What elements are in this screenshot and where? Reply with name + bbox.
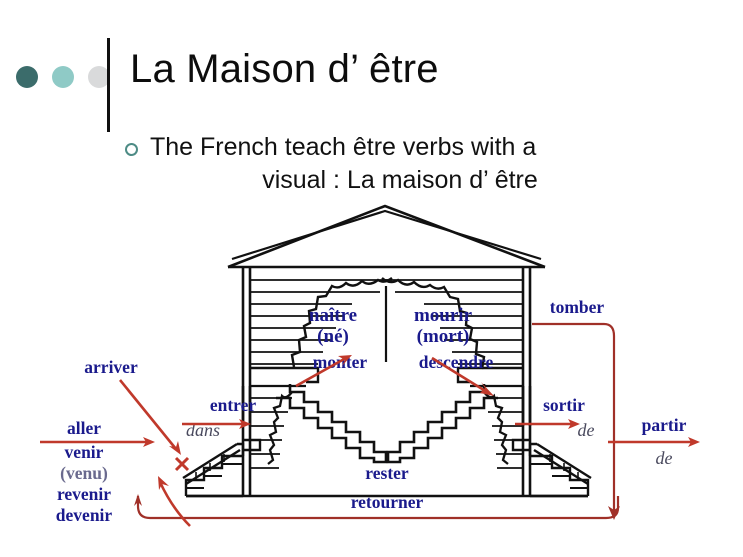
subtitle-line-1: The French teach être verbs with a xyxy=(150,133,537,161)
arrow-sortir xyxy=(515,419,580,429)
verb-mourir-participle: (mort) xyxy=(417,326,470,347)
verb-retourner: retourner xyxy=(351,492,424,512)
verb-descendre: descendre xyxy=(419,352,494,372)
subtitle-line-1-row: The French teach être verbs with a xyxy=(120,131,680,164)
preposition-sortir-de: de xyxy=(578,420,595,440)
arrow-venir-group xyxy=(158,476,191,527)
verb-aller: aller xyxy=(67,418,101,438)
arrow-partir xyxy=(608,437,700,447)
maison-detre-house-diagram: naître (né) mourir (mort) monter descend… xyxy=(0,196,743,557)
verb-rester: rester xyxy=(365,463,409,483)
verb-revenir: revenir xyxy=(57,484,111,504)
roof-shape xyxy=(227,204,546,269)
verb-entrer: entrer xyxy=(210,395,257,415)
arrow-monter xyxy=(295,355,352,388)
arrow-aller xyxy=(40,437,155,447)
upper-storey-walls xyxy=(241,267,532,426)
subtitle-line-2: visual : La maison d’ être xyxy=(262,166,538,194)
verb-devenir: devenir xyxy=(56,505,113,525)
left-staircase xyxy=(276,384,388,464)
arrow-arriver xyxy=(118,379,181,455)
verb-naitre: naître xyxy=(309,305,357,326)
dot-gray xyxy=(88,66,110,88)
right-staircase xyxy=(386,384,498,464)
verb-naitre-participle: (né) xyxy=(317,326,349,347)
left-porch-steps xyxy=(182,438,262,498)
verb-mourir: mourir xyxy=(414,305,473,326)
arrow-tomber xyxy=(532,322,620,520)
decorative-dots xyxy=(16,66,110,88)
preposition-partir-de: de xyxy=(656,448,673,468)
x-marker xyxy=(174,456,190,472)
arrow-entrer xyxy=(182,419,251,429)
verb-sortir: sortir xyxy=(543,395,585,415)
right-porch-steps xyxy=(511,438,592,498)
dot-light-teal xyxy=(52,66,74,88)
verb-venir-participle: (venu) xyxy=(60,463,108,483)
verb-tomber: tomber xyxy=(550,297,605,317)
dot-dark-teal xyxy=(16,66,38,88)
arrow-descendre xyxy=(431,356,494,396)
bullet-circle-icon xyxy=(125,143,138,156)
verb-partir: partir xyxy=(642,415,687,435)
verb-venir: venir xyxy=(65,442,104,462)
page-title: La Maison d’ être xyxy=(130,47,439,91)
verb-arriver: arriver xyxy=(84,357,138,377)
title-accent-rule xyxy=(107,38,110,132)
subtitle-block: The French teach être verbs with a visua… xyxy=(120,131,680,197)
